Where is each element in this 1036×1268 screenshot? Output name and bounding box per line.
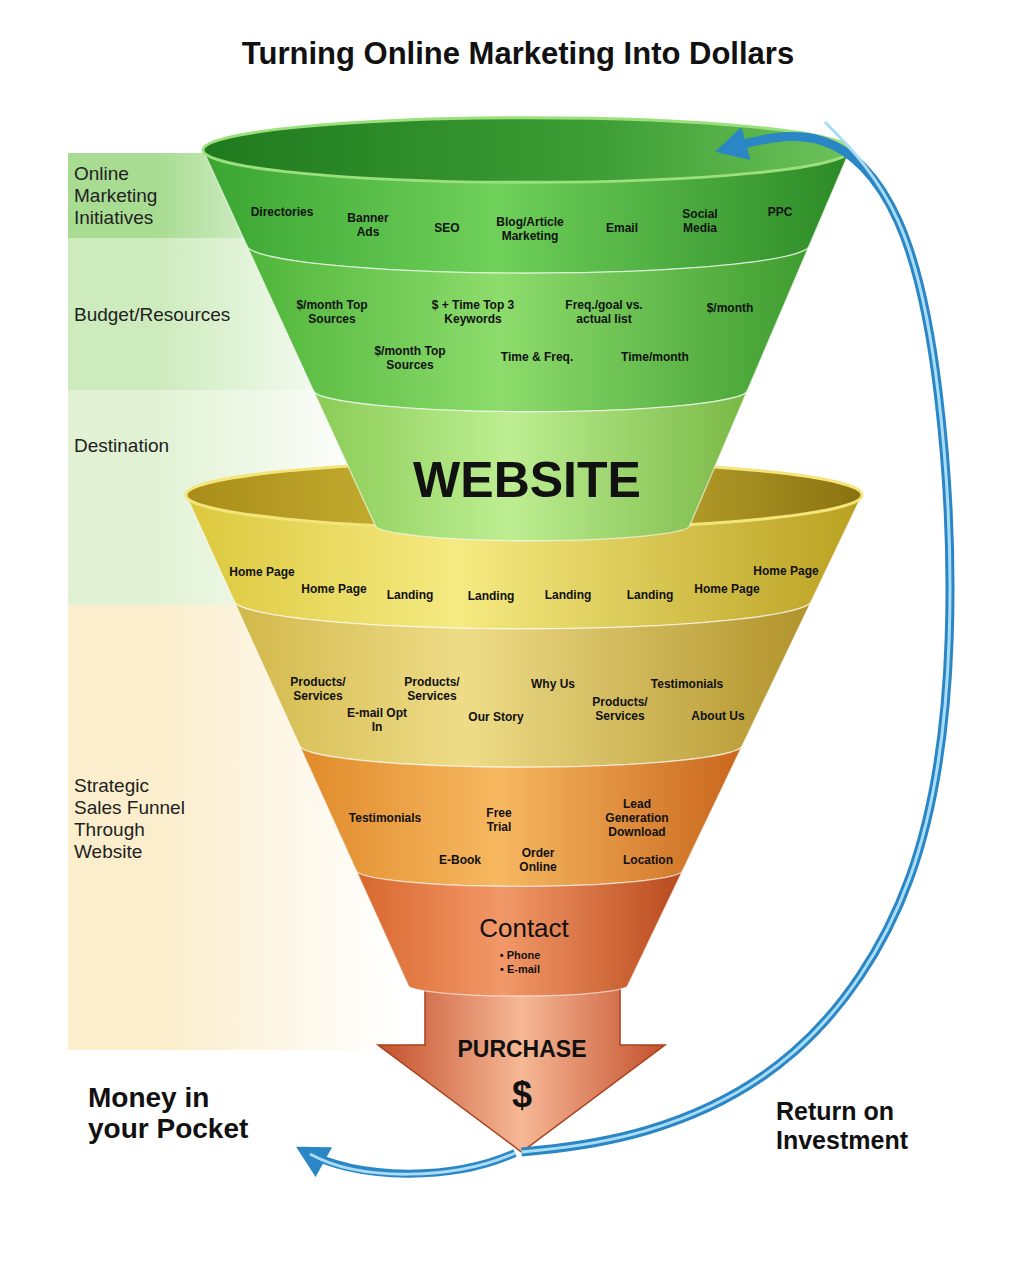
page-label: Landing [538,589,598,603]
channel-label: SEO [427,222,467,236]
side-label: Budget/Resources [74,304,264,326]
budget-label: $/month Top Sources [370,345,450,373]
page-label: Products/ Services [399,676,465,704]
page-label: Products/ Services [285,676,351,704]
channel-label: Social Media [673,208,728,236]
funnel-band: $/month Top Sources $ + Time Top 3 Keywor… [244,245,812,414]
purchase-label: $ [492,1074,552,1115]
funnel-band: Directories Banner Ads SEO Blog/Article Mar… [201,150,852,276]
page-label: Landing [620,589,680,603]
page-label: Our Story [461,711,531,725]
page-label: Testimonials [647,678,727,692]
funnel-rim [203,118,850,183]
offer-label: Lead Generation Download [601,798,673,839]
side-label: Online Marketing Initiatives [74,163,189,229]
contact-label: • Phone [480,949,560,962]
channel-label: Blog/Article Marketing [484,216,576,244]
band-fill [356,870,683,996]
roi-arrow [522,137,950,1152]
offer-label: Testimonials [345,812,425,826]
page-label: Why Us [523,678,583,692]
page-label: Home Page [227,566,297,580]
page-label: E-mail Opt In [347,707,407,735]
page-label: Products/ Services [587,696,653,724]
budget-label: $/month Top Sources [292,299,372,327]
page-label: Home Page [692,583,762,597]
funnel-band: Contact • Phone• E-mail [353,870,685,998]
budget-label: Freq./goal vs. actual list [557,299,651,327]
funnel-band: Products/ ServicesProducts/ ServicesWhy … [231,600,814,770]
offer-label: E-Book [432,854,488,868]
arrow-fill [378,975,665,1152]
band-fill [247,245,810,412]
offer-label: Location [618,854,678,868]
offer-label: Free Trial [477,807,521,835]
offer-label: Order Online [513,847,563,875]
title: Turning Online Marketing Into Dollars [0,36,1036,72]
side-label: Strategic Sales Funnel Through Website [74,775,199,862]
money-arrow-highlight [310,1153,515,1174]
channel-label: Email [600,222,645,236]
roi-arrow-highlight [522,122,950,1152]
funnel-band: Testimonials Free Trial Lead Generation Do… [297,745,745,889]
budget-label: $/month [700,302,760,316]
band-fill [234,600,812,767]
purchase-label: PURCHASE [427,1036,617,1062]
budget-label: $ + Time Top 3 Keywords [423,299,523,327]
funnel-band: WEBSITE [311,390,750,543]
funnel-rim [186,461,862,529]
edge-label: Return on Investment [776,1097,948,1155]
channel-label: Banner Ads [342,212,394,240]
band-fill [313,390,748,541]
channel-label: PPC [760,206,800,220]
page-label: Landing [461,590,521,604]
page-label: About Us [687,710,749,724]
arrow-shape [378,985,665,1152]
side-label: Destination [74,435,224,457]
contact-label: • E-mail [480,963,560,976]
channel-label: Directories [242,206,322,220]
destination-label: WEBSITE [377,452,677,510]
purchase-arrow: PURCHASE $ [378,985,665,1152]
budget-label: Time/month [615,351,695,365]
page-label: Landing [380,589,440,603]
page-label: Home Page [751,565,821,579]
money-arrow [302,1150,515,1174]
contact-label: Contact [424,914,624,944]
page-label: Home Page [299,583,369,597]
note-label: Money in your Pocket [88,1083,276,1145]
band-fill [299,745,742,886]
budget-label: Time & Freq. [492,351,582,365]
band-shape [244,245,812,414]
